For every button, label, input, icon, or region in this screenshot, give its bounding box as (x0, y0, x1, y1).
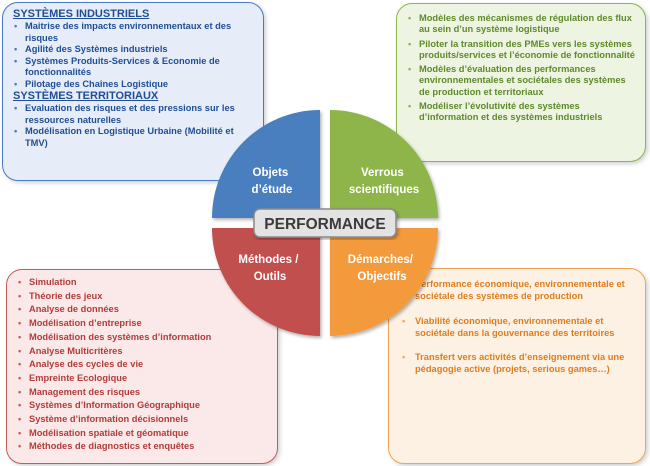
scientific-locks-list: Modèles des mécanismes de régulation des… (407, 13, 637, 124)
performance-center-box (253, 208, 397, 238)
list-item: Modèles d’évaluation des performances en… (407, 64, 637, 98)
scientific-locks-quadrant (330, 110, 438, 218)
list-item: Théorie des jeux (17, 290, 269, 304)
methods-tools-list: Simulation Théorie des jeux Analyse de d… (17, 276, 269, 454)
list-item: Evaluation des risques et des pressions … (13, 103, 255, 126)
list-item: Modélisation d’entreprise (17, 317, 269, 331)
list-item: Modélisation spatiale et géomatique (17, 427, 269, 441)
list-item: Management des risques (17, 386, 269, 400)
performance-label: PERFORMANCE (264, 216, 385, 233)
industrial-systems-list: Maitrise des impacts environnementaux et… (13, 21, 255, 90)
list-item: Système d’information décisionnels (17, 413, 269, 427)
list-item: Viabilité économique, environnementale e… (399, 315, 637, 340)
list-item: Piloter la transition des PMEs vers les … (407, 39, 637, 62)
territorial-systems-list: Evaluation des risques et des pressions … (13, 103, 255, 149)
list-item: Modélisation en Logistique Urbaine (Mobi… (13, 126, 255, 149)
approaches-objectives-box: Performance économique, environnementale… (388, 268, 646, 464)
objects-of-study-quadrant (212, 110, 320, 218)
list-item: Pilotage des Chaînes Logistique (13, 79, 255, 91)
list-item: Modélisation des systèmes d’information (17, 331, 269, 345)
list-item: Modèles des mécanismes de régulation des… (407, 13, 637, 36)
list-item: Systèmes d’Information Géographique (17, 399, 269, 413)
list-item: Maitrise des impacts environnementaux et… (13, 21, 255, 44)
list-item: Systèmes Produits-Services & Economie de… (13, 56, 255, 79)
territorial-systems-heading: SYSTÈMES TERRITORIAUX (13, 90, 159, 102)
approaches-objectives-label: Démarches/ Objectifs (348, 254, 416, 283)
methods-tools-label: Méthodes / Outils (238, 254, 301, 283)
list-item: Empreinte Ecologique (17, 372, 269, 386)
approaches-objectives-quadrant (330, 228, 438, 336)
list-item: Analyse Multicritères (17, 345, 269, 359)
list-item: Modéliser l’évolutivité des systèmes d’i… (407, 101, 637, 124)
list-item: Analyse de données (17, 303, 269, 317)
scientific-locks-box: Modèles des mécanismes de régulation des… (396, 3, 646, 162)
list-item: Transfert vers activités d’enseignement … (399, 351, 637, 376)
methods-tools-quadrant (212, 228, 320, 336)
scientific-locks-label: Verrous scientifiques (349, 167, 419, 196)
industrial-systems-heading: SYSTÈMES INDUSTRIELS (13, 8, 150, 20)
list-item: Simulation (17, 276, 269, 290)
objects-of-study-label: Objets d’étude (252, 167, 293, 196)
list-item: Méthodes de diagnostics et enquêtes (17, 440, 269, 454)
list-item: Analyse des cycles de vie (17, 358, 269, 372)
list-item: Agilité des Systèmes industriels (13, 44, 255, 56)
industrial-territorial-systems-box: SYSTÈMES INDUSTRIELS Maitrise des impact… (2, 2, 264, 181)
methods-tools-box: Simulation Théorie des jeux Analyse de d… (6, 269, 278, 464)
